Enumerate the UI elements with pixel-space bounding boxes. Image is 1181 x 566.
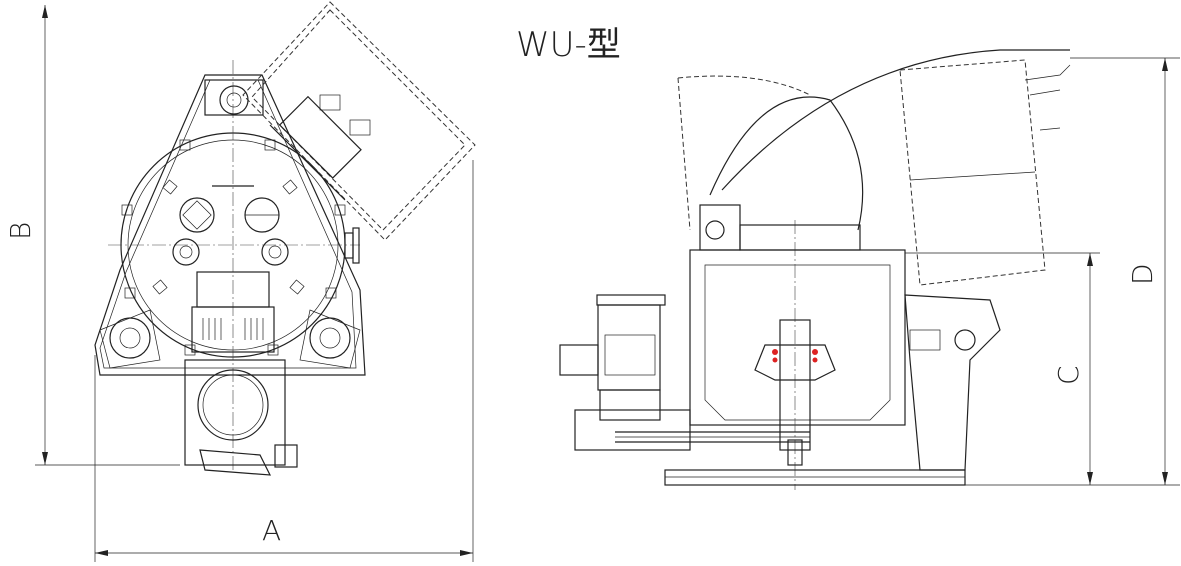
side-view	[559, 49, 1071, 490]
dimension-label-c: C	[1052, 365, 1085, 385]
model-title: WU-型	[516, 25, 621, 65]
dimension-a: A	[94, 160, 474, 562]
top-view	[94, 1, 476, 476]
dimension-c: C	[905, 252, 1100, 485]
dimension-label-a: A	[262, 514, 281, 547]
dimension-d: D	[965, 57, 1180, 486]
dimension-b: B	[4, 5, 180, 466]
dimension-label-b: B	[4, 222, 37, 240]
dimension-label-d: D	[1126, 263, 1159, 285]
